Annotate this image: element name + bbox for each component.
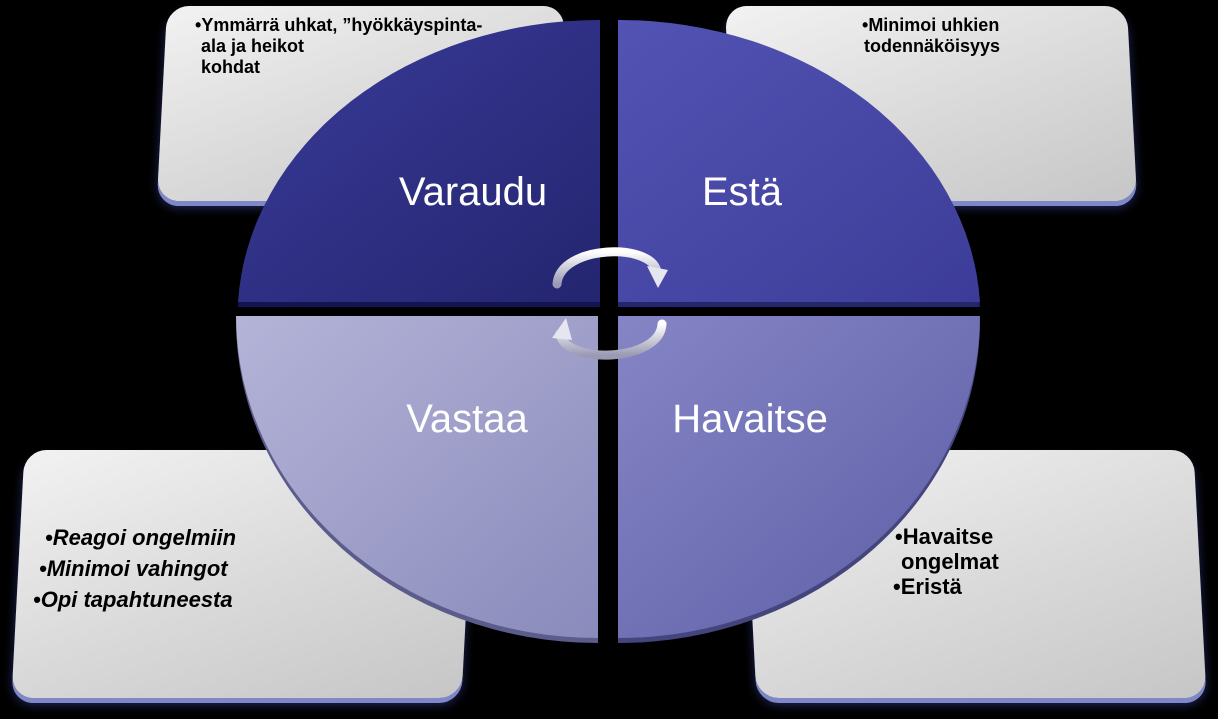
bullet-item: Minimoi uhkien [862,15,1000,36]
bullet-item-continued: kohdat [201,57,261,77]
quadrant-vastaa [236,316,598,638]
quadrant-esta [618,19,980,302]
label-vastaa: Vastaa [406,397,528,441]
bullet-item: Opi tapahtuneesta [33,584,236,615]
label-esta: Estä [702,170,783,214]
label-varaudu: Varaudu [399,170,547,214]
bullets-havaitse: Havaitse ongelmat Eristä [895,524,999,599]
bullet-item-continued: todennäköisyys [864,36,1001,56]
bullet-item: Reagoi ongelmiin [45,522,236,553]
bullets-varaudu: Ymmärrä uhkat, ”hyökkäyspinta- ala ja he… [195,15,482,78]
bullet-item-continued: ala ja heikot [201,36,305,56]
label-havaitse: Havaitse [672,397,828,441]
bullet-item: Ymmärrä uhkat, ”hyökkäyspinta- [195,15,482,36]
bullet-item: Havaitse [895,524,999,549]
bullet-item-continued: ongelmat [901,549,999,574]
quadrant-varaudu [238,19,600,302]
bullets-esta: Minimoi uhkien todennäköisyys [862,15,1000,57]
cycle-arrow-icon [552,247,668,360]
bullet-item: Eristä [893,574,999,599]
bullets-vastaa: Reagoi ongelmiin Minimoi vahingot Opi ta… [41,522,236,615]
bullet-item: Minimoi vahingot [39,553,236,584]
quadrant-havaitse [618,316,980,638]
